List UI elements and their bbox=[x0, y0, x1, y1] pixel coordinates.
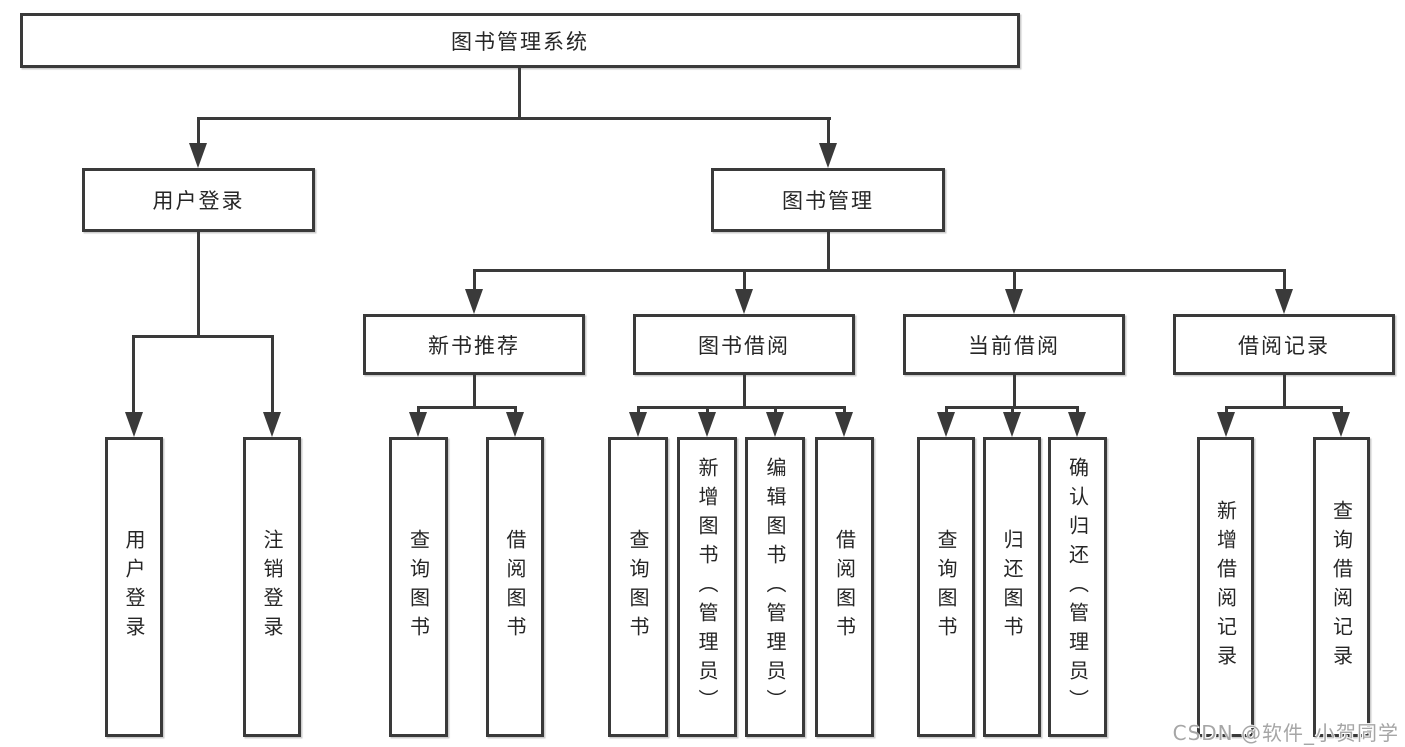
connector bbox=[774, 406, 777, 416]
arrowhead-icon bbox=[1332, 412, 1350, 437]
arrowhead-icon bbox=[506, 412, 524, 437]
connector bbox=[827, 232, 830, 272]
connector bbox=[1283, 269, 1286, 293]
arrowhead-icon bbox=[819, 143, 837, 168]
connector bbox=[743, 269, 746, 293]
leaf-return-books: 归还图书 bbox=[983, 437, 1041, 737]
arrowhead-icon bbox=[1068, 412, 1086, 437]
connector bbox=[637, 406, 640, 416]
connector bbox=[473, 269, 1286, 272]
connector bbox=[637, 406, 846, 409]
node-book-borrow: 图书借阅 bbox=[633, 314, 855, 375]
csdn-watermark: CSDN @软件_小贺同学 bbox=[1172, 721, 1399, 745]
connector bbox=[417, 406, 517, 409]
leaf-query-books-borrow: 查询图书 bbox=[608, 437, 668, 737]
leaf-user-login: 用户登录 bbox=[105, 437, 163, 737]
connector bbox=[132, 335, 135, 415]
leaf-query-books-current: 查询图书 bbox=[917, 437, 975, 737]
connector bbox=[843, 406, 846, 416]
connector bbox=[706, 406, 709, 416]
arrowhead-icon bbox=[629, 412, 647, 437]
connector bbox=[1225, 406, 1228, 416]
node-new-book-recommend: 新书推荐 bbox=[363, 314, 585, 375]
leaf-query-books-recommend: 查询图书 bbox=[389, 437, 448, 737]
node-current-borrow: 当前借阅 bbox=[903, 314, 1125, 375]
node-borrow-records: 借阅记录 bbox=[1173, 314, 1395, 375]
connector bbox=[473, 269, 476, 293]
arrowhead-icon bbox=[1275, 289, 1293, 314]
node-root: 图书管理系统 bbox=[20, 13, 1020, 68]
connector bbox=[197, 117, 831, 120]
arrowhead-icon bbox=[698, 412, 716, 437]
node-user-login: 用户登录 bbox=[82, 168, 315, 232]
connector bbox=[945, 406, 948, 416]
connector bbox=[1011, 406, 1014, 416]
connector bbox=[518, 68, 521, 120]
leaf-borrow-books-recommend: 借阅图书 bbox=[486, 437, 544, 737]
arrowhead-icon bbox=[189, 143, 207, 168]
leaf-query-borrow-record: 查询借阅记录 bbox=[1313, 437, 1370, 737]
connector bbox=[1283, 375, 1286, 409]
connector bbox=[1340, 406, 1343, 416]
connector bbox=[132, 335, 274, 338]
arrowhead-icon bbox=[263, 412, 281, 437]
node-book-management: 图书管理 bbox=[711, 168, 945, 232]
connector bbox=[514, 406, 517, 416]
connector bbox=[271, 335, 274, 415]
leaf-confirm-return-admin: 确认归还（管理员） bbox=[1048, 437, 1107, 737]
arrowhead-icon bbox=[465, 289, 483, 314]
connector bbox=[1076, 406, 1079, 416]
arrowhead-icon bbox=[1217, 412, 1235, 437]
arrowhead-icon bbox=[835, 412, 853, 437]
arrowhead-icon bbox=[1003, 412, 1021, 437]
arrowhead-icon bbox=[125, 412, 143, 437]
leaf-borrow-books: 借阅图书 bbox=[815, 437, 874, 737]
leaf-logout: 注销登录 bbox=[243, 437, 301, 737]
connector bbox=[197, 232, 200, 338]
leaf-edit-books-admin: 编辑图书（管理员） bbox=[745, 437, 805, 737]
connector bbox=[1013, 375, 1016, 409]
connector bbox=[417, 406, 420, 416]
connector bbox=[197, 117, 200, 147]
leaf-add-books-admin: 新增图书（管理员） bbox=[677, 437, 737, 737]
arrowhead-icon bbox=[1005, 289, 1023, 314]
arrowhead-icon bbox=[937, 412, 955, 437]
connector bbox=[827, 117, 830, 147]
connector bbox=[743, 375, 746, 409]
arrowhead-icon bbox=[766, 412, 784, 437]
connector bbox=[1013, 269, 1016, 293]
arrowhead-icon bbox=[735, 289, 753, 314]
connector bbox=[473, 375, 476, 409]
connector bbox=[1225, 406, 1343, 409]
arrowhead-icon bbox=[409, 412, 427, 437]
leaf-add-borrow-record: 新增借阅记录 bbox=[1197, 437, 1254, 737]
